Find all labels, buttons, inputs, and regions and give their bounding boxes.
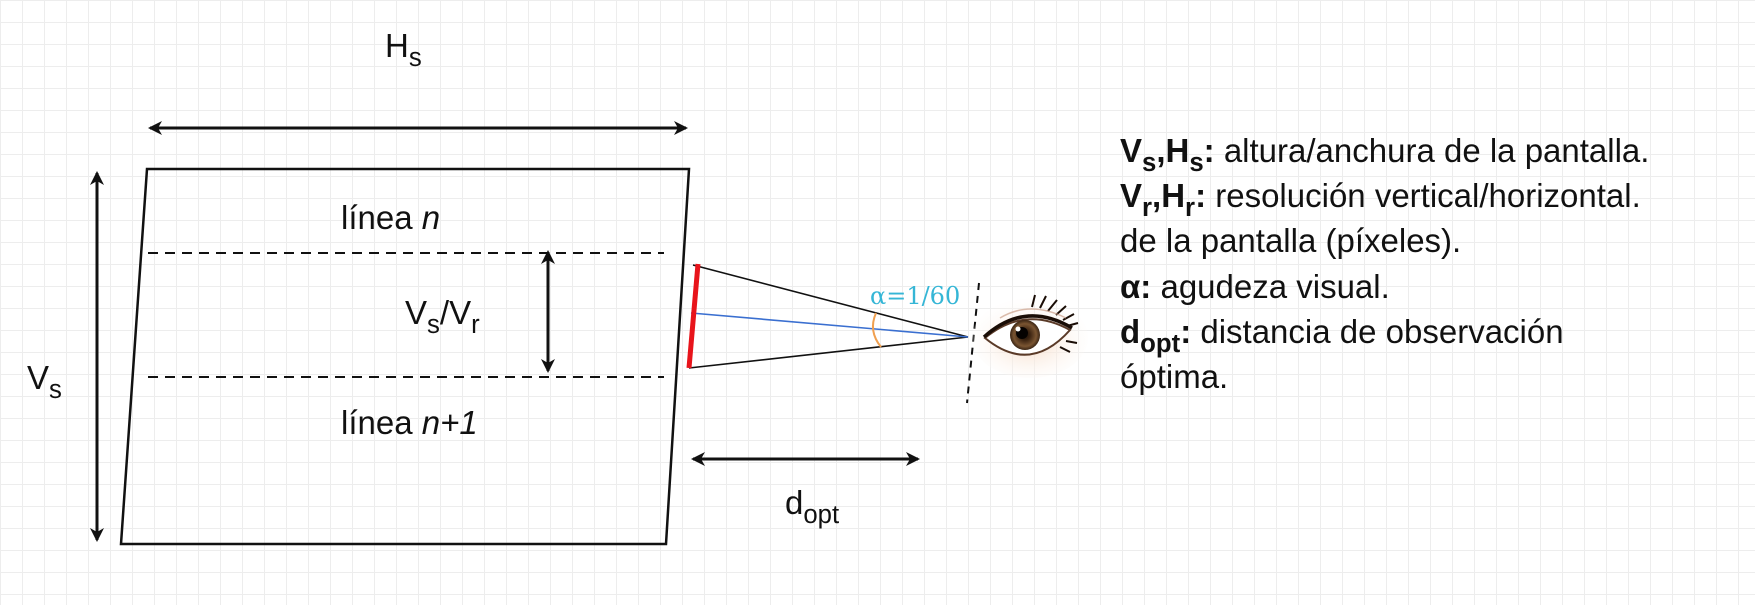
legend-item-resolution: Vr,Hr: resolución vertical/horizontal. xyxy=(1120,177,1641,223)
line-spacing-label: Vs/Vr xyxy=(405,294,480,339)
cone-top-line xyxy=(692,264,969,338)
angle-arc xyxy=(871,312,882,348)
hs-label: Hs xyxy=(385,27,422,72)
line-n-label: línea n xyxy=(341,199,441,236)
screen-pixel-edge xyxy=(686,263,701,369)
eye-icon xyxy=(972,294,1088,378)
legend: Vs,Hs: altura/anchura de la pantalla. Vr… xyxy=(1120,128,1649,399)
dopt-label: dopt xyxy=(785,484,840,529)
legend-item-visual-acuity: α: agudeza visual. xyxy=(1120,267,1390,305)
cone-bottom-line xyxy=(688,336,969,369)
line-n1-label: línea n+1 xyxy=(341,404,478,441)
vs-label: Vs xyxy=(27,359,62,404)
legend-item-optimal-distance-cont: óptima. xyxy=(1120,358,1229,396)
legend-item-resolution-cont: de la pantalla (píxeles). xyxy=(1120,222,1462,260)
alpha-angle-label: α=1/60 xyxy=(870,282,961,310)
sight-line xyxy=(690,312,969,338)
legend-item-optimal-distance: dopt: distancia de observación xyxy=(1120,312,1564,358)
screen-outline xyxy=(119,167,691,546)
legend-item-screen-size: Vs,Hs: altura/anchura de la pantalla. xyxy=(1120,132,1650,177)
